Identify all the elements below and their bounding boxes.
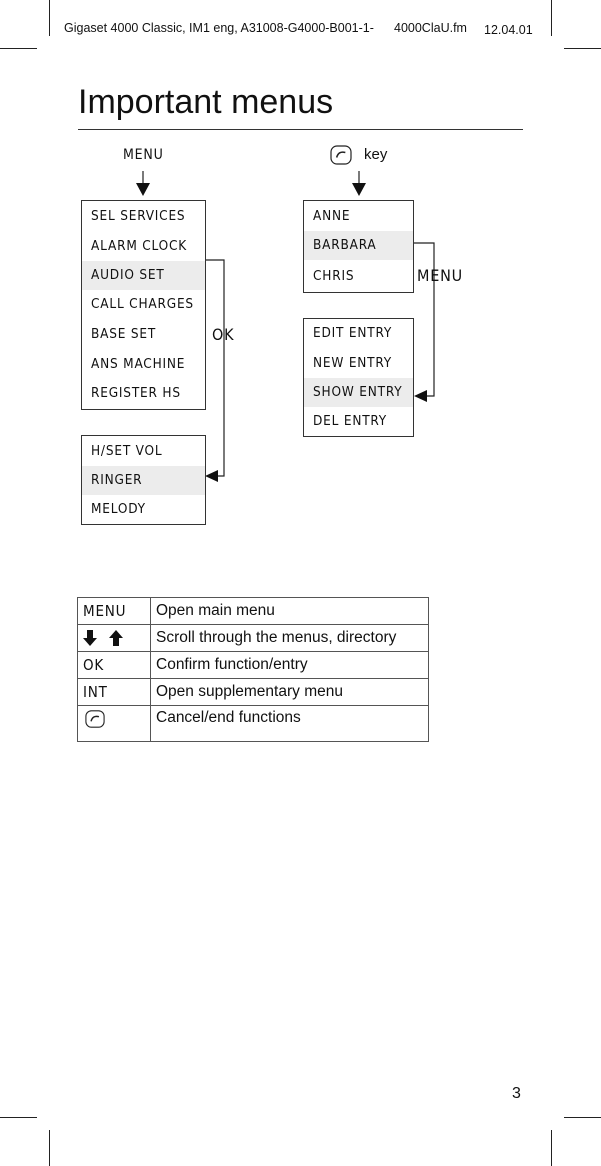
header-doc-info: Gigaset 4000 Classic, IM1 eng, A31008-G4… — [64, 21, 374, 35]
entry-submenu-box: EDIT ENTRY NEW ENTRY SHOW ENTRY DEL ENTR… — [303, 318, 414, 437]
legend-description: Cancel/end functions — [150, 705, 429, 742]
crop-mark — [564, 1117, 601, 1118]
legend-key-menu: MENU — [77, 597, 151, 625]
page-number: 3 — [512, 1085, 521, 1102]
end-call-key-icon — [328, 144, 354, 171]
directory-entry-anne: ANNE — [313, 208, 351, 224]
menu-item-new-entry: NEW ENTRY — [313, 355, 392, 371]
table-row: Scroll through the menus, directory — [77, 624, 429, 652]
key-legend-table: MENU Open main menu Scroll through the m… — [77, 597, 429, 742]
crop-mark — [564, 48, 601, 49]
directory-entry-chris: CHRIS — [313, 268, 355, 284]
table-row: Cancel/end functions — [77, 705, 429, 742]
main-menu-box: SEL SERVICES ALARM CLOCK AUDIO SET CALL … — [81, 200, 206, 410]
table-row: INT Open supplementary menu — [77, 678, 429, 706]
header-file-name: 4000ClaU.fm — [394, 21, 467, 35]
audio-submenu-box: H/SET VOL RINGER MELODY — [81, 435, 206, 525]
menu-item-call-charges: CALL CHARGES — [91, 296, 194, 312]
down-up-arrow-keys-icon — [77, 624, 151, 652]
menu-item-ans-machine: ANS MACHINE — [91, 356, 186, 372]
crop-mark — [0, 48, 37, 49]
legend-description: Scroll through the menus, directory — [150, 624, 429, 652]
crop-mark — [551, 0, 552, 36]
legend-description: Open supplementary menu — [150, 678, 429, 706]
directory-entry-barbara: BARBARA — [304, 231, 413, 260]
menu-key-label: MENU — [123, 147, 164, 163]
key-label: key — [364, 146, 388, 163]
table-row: OK Confirm function/entry — [77, 651, 429, 679]
menu-item-base-set: BASE SET — [91, 326, 157, 342]
menu-item-hset-vol: H/SET VOL — [91, 443, 163, 459]
crop-mark — [49, 0, 50, 36]
crop-mark — [0, 1117, 37, 1118]
header-date: 12.04.01 — [484, 23, 533, 37]
menu-item-sel-services: SEL SERVICES — [91, 208, 186, 224]
menu-side-label: MENU — [417, 266, 464, 285]
end-call-key-icon — [77, 705, 151, 742]
legend-key-ok: OK — [77, 651, 151, 679]
menu-item-melody: MELODY — [91, 501, 146, 517]
directory-box: ANNE BARBARA CHRIS — [303, 200, 414, 293]
menu-item-ringer: RINGER — [82, 466, 205, 495]
title-rule — [78, 129, 523, 130]
menu-item-del-entry: DEL ENTRY — [313, 413, 388, 429]
ok-label: OK — [212, 325, 235, 344]
menu-item-edit-entry: EDIT ENTRY — [313, 325, 393, 341]
menu-item-show-entry: SHOW ENTRY — [304, 378, 413, 407]
menu-item-alarm-clock: ALARM CLOCK — [91, 238, 188, 254]
menu-item-register-hs: REGISTER HS — [91, 385, 181, 401]
table-row: MENU Open main menu — [77, 597, 429, 625]
legend-description: Confirm function/entry — [150, 651, 429, 679]
menu-item-audio-set: AUDIO SET — [82, 261, 205, 290]
page-title: Important menus — [78, 83, 334, 121]
legend-description: Open main menu — [150, 597, 429, 625]
crop-mark — [551, 1130, 552, 1166]
crop-mark — [49, 1130, 50, 1166]
legend-key-int: INT — [77, 678, 151, 706]
